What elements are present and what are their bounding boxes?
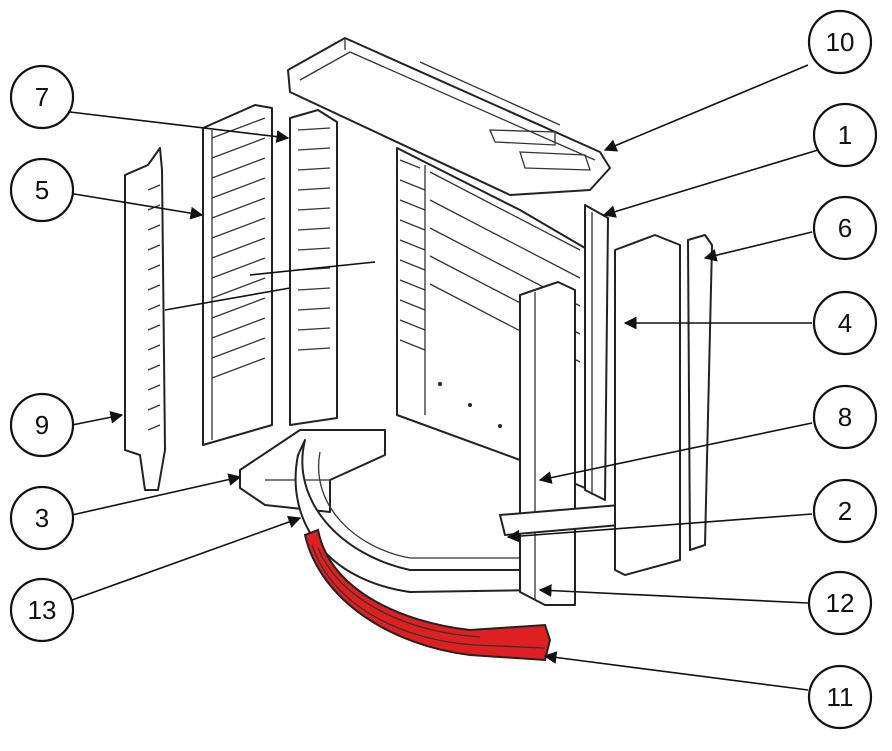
callout-4-label: 4 xyxy=(838,308,852,338)
callout-2-label: 2 xyxy=(838,496,852,526)
callout-4: 4 xyxy=(812,290,878,356)
leader-lines xyxy=(67,64,819,691)
callout-6: 6 xyxy=(812,195,878,261)
callout-7: 7 xyxy=(9,64,75,130)
part-slotted-panel xyxy=(289,109,338,426)
callout-10: 10 xyxy=(807,9,873,75)
part-right-front-column xyxy=(519,281,576,606)
callout-10-label: 10 xyxy=(826,27,855,57)
callout-12: 12 xyxy=(807,570,873,636)
leader-10 xyxy=(603,64,809,152)
leader-7b xyxy=(249,261,376,276)
callout-2: 2 xyxy=(812,478,878,544)
leader-8 xyxy=(538,422,813,484)
leader-1 xyxy=(602,149,819,218)
callout-6-label: 6 xyxy=(838,213,852,243)
part-far-right-strip xyxy=(687,234,713,551)
leader-6 xyxy=(703,231,813,262)
callout-8-label: 8 xyxy=(838,402,852,432)
callout-9-label: 9 xyxy=(35,410,49,440)
callout-11-label: 11 xyxy=(827,682,854,712)
callout-7-label: 7 xyxy=(35,82,49,112)
leader-12 xyxy=(538,584,809,604)
callout-13: 13 xyxy=(9,577,75,643)
callout-1: 1 xyxy=(812,102,878,168)
callout-1-label: 1 xyxy=(838,120,852,150)
callout-11: 11 xyxy=(807,664,873,730)
part-left-strip xyxy=(124,147,166,491)
leader-3 xyxy=(71,473,242,516)
part-top-baffle xyxy=(287,37,611,196)
leader-9 xyxy=(71,410,124,426)
part-base-block xyxy=(239,429,386,513)
callout-3-label: 3 xyxy=(35,503,49,533)
leader-11 xyxy=(543,651,809,691)
callout-5: 5 xyxy=(9,157,75,223)
leader-7 xyxy=(69,111,290,143)
leader-2 xyxy=(506,513,813,543)
callout-3: 3 xyxy=(9,485,75,551)
part-left-ribbed-panel-rear xyxy=(202,104,273,446)
leader-5b xyxy=(164,287,291,311)
leader-5 xyxy=(67,192,204,220)
part-right-side-wall xyxy=(584,204,609,501)
callout-13-label: 13 xyxy=(28,595,57,625)
callout-5-label: 5 xyxy=(35,175,49,205)
callout-9: 9 xyxy=(9,392,75,458)
part-red-gasket xyxy=(303,528,552,662)
callout-12-label: 12 xyxy=(826,588,855,618)
leader-13 xyxy=(71,515,302,601)
callout-8: 8 xyxy=(812,384,878,450)
